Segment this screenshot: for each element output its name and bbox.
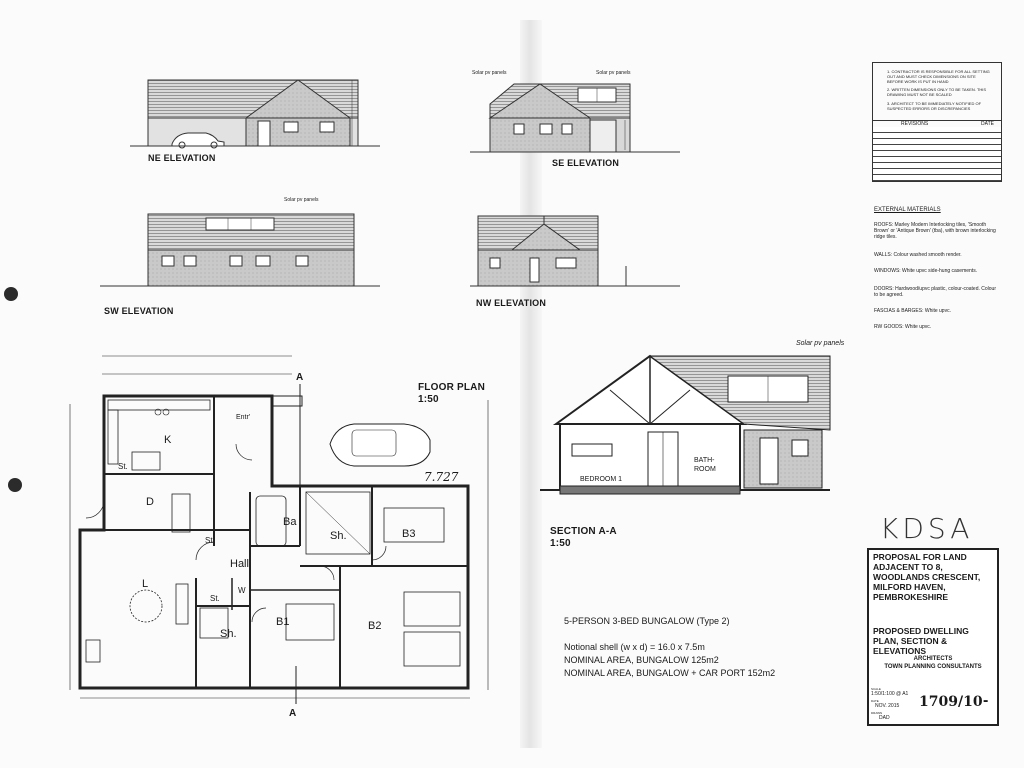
room-bed-1: B1 xyxy=(276,616,290,628)
ext-doors: DOORS: Hardwood/upvc plastic, colour-coa… xyxy=(874,286,996,298)
section-marker-bottom: A xyxy=(289,708,297,719)
room-shower-1: Sh. xyxy=(330,530,347,542)
kdsa-logo: KDSA xyxy=(880,512,974,545)
revisions-table xyxy=(873,127,1001,181)
revision-value: - xyxy=(983,692,989,709)
firm-line-1: ARCHITECTS xyxy=(913,656,953,662)
ext-windows: WINDOWS: White upvc side-hung casements. xyxy=(874,268,978,274)
revisions-label: REVISIONS xyxy=(901,121,929,127)
punch-hole xyxy=(4,287,18,301)
date-label-small: DATE xyxy=(871,699,879,703)
sw-solar-label: Solar pv panels xyxy=(284,197,319,203)
room-bed-3: B3 xyxy=(402,528,416,540)
punch-hole xyxy=(8,478,22,492)
section-bathroom-label: BATH- ROOM xyxy=(694,457,716,473)
spec-line-1: 5-PERSON 3-BED BUNGALOW (Type 2) xyxy=(564,616,730,626)
section-title: SECTION A-A xyxy=(550,526,617,537)
room-shower-2: Sh. xyxy=(220,628,237,640)
sw-elevation-title: SW ELEVATION xyxy=(104,306,174,316)
ext-roofs: ROOFS: Marley Modern Interlocking tiles,… xyxy=(874,222,996,240)
nw-elevation-title: NW ELEVATION xyxy=(476,298,547,308)
firm-line-2: TOWN PLANNING CONSULTANTS xyxy=(884,664,982,670)
floor-plan-title: FLOOR PLAN xyxy=(418,382,485,393)
floor-plan-scale: 1:50 xyxy=(418,394,439,405)
drawn-value: DAD xyxy=(879,715,890,721)
notes-box: 1. CONTRACTOR IS RESPONSIBLE FOR ALL SET… xyxy=(872,62,1002,182)
scale-label: SCALE xyxy=(871,687,881,691)
floor-plan xyxy=(69,355,489,704)
spec-line-4: NOMINAL AREA, BUNGALOW + CAR PORT 152m2 xyxy=(564,668,776,678)
date-value: NOV. 2015 xyxy=(875,703,900,709)
drawing-title: PROPOSED DWELLING PLAN, SECTION & ELEVAT… xyxy=(873,626,969,656)
ext-materials-title: EXTERNAL MATERIALS xyxy=(874,207,941,213)
section-scale: 1:50 xyxy=(550,538,571,549)
drawn-label: DRAWN xyxy=(871,711,883,715)
page-fold xyxy=(520,20,542,748)
drawing-number: 1709/10 xyxy=(919,694,983,710)
project-title: PROPOSAL FOR LAND ADJACENT TO 8, WOODLAN… xyxy=(873,552,981,602)
se-solar-label-1: Solar pv panels xyxy=(472,70,507,76)
ext-walls: WALLS: Colour washed smooth render. xyxy=(874,252,962,258)
room-hall: Hall xyxy=(230,558,249,570)
date-label: DATE xyxy=(981,121,994,127)
ne-elevation-title: NE ELEVATION xyxy=(148,153,216,163)
ext-fascias: FASCIAS & BARGES: White upvc. xyxy=(874,308,951,314)
ne-elevation xyxy=(130,79,380,149)
nw-elevation xyxy=(470,215,680,287)
room-store-1: St. xyxy=(118,462,128,471)
room-store-3: St. xyxy=(210,594,220,603)
room-bed-2: B2 xyxy=(368,620,382,632)
section-marker-top: A xyxy=(296,372,304,383)
room-dining: D xyxy=(146,496,154,508)
handwritten-note: 7.727 xyxy=(424,470,459,484)
se-elevation xyxy=(470,83,680,153)
room-living: L xyxy=(142,578,149,590)
scale-value: 1:50/1:100 @ A1 xyxy=(871,691,909,697)
note-2: 2. WRITTEN DIMENSIONS ONLY TO BE TAKEN. … xyxy=(887,87,987,97)
room-store-2: St xyxy=(205,536,213,545)
spec-line-2: Notional shell (w x d) = 16.0 x 7.5m xyxy=(564,642,705,652)
entry-label: Entr' xyxy=(236,414,251,421)
note-1: 1. CONTRACTOR IS RESPONSIBLE FOR ALL SET… xyxy=(887,69,990,84)
room-wc: W xyxy=(238,586,246,595)
room-kitchen: K xyxy=(164,434,172,446)
se-elevation-title: SE ELEVATION xyxy=(552,158,620,168)
room-bath: Ba xyxy=(283,516,297,528)
section-solar-label: Solar pv panels xyxy=(796,340,845,347)
spec-line-3: NOMINAL AREA, BUNGALOW 125m2 xyxy=(564,655,719,665)
title-block: PROPOSAL FOR LAND ADJACENT TO 8, WOODLAN… xyxy=(867,548,999,726)
se-solar-label-2: Solar pv panels xyxy=(596,70,631,76)
section-bedroom-label: BEDROOM 1 xyxy=(580,476,623,483)
ext-rw-goods: RW GOODS: White upvc. xyxy=(874,324,932,330)
sw-elevation xyxy=(100,213,380,287)
section-a-a xyxy=(540,354,831,495)
note-3: 3. ARCHITECT TO BE IMMEDIATELY NOTIFIED … xyxy=(887,101,982,111)
